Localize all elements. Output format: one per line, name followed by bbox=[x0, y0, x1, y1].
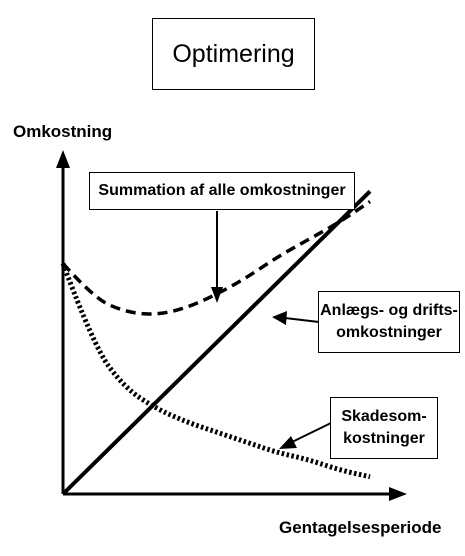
x-axis-arrow bbox=[389, 487, 407, 501]
total-cost-callout: Summation af alle omkostninger bbox=[89, 172, 355, 210]
y-axis-label: Omkostning bbox=[13, 122, 113, 141]
y-axis-arrow bbox=[56, 150, 70, 168]
damage-cost-callout: Skadesom- kostninger bbox=[330, 397, 438, 459]
construction-pointer-line bbox=[284, 317, 320, 323]
total-cost-label: Summation af alle omkostninger bbox=[98, 182, 346, 199]
construction-cost-callout: Anlægs- og drifts- omkostninger bbox=[318, 291, 460, 353]
damage-cost-label-line1: Skadesom- bbox=[341, 408, 427, 425]
series-line-dotted bbox=[60, 262, 371, 480]
construction-cost-label-line2: omkostninger bbox=[336, 324, 442, 341]
series-line-solid bbox=[61, 189, 372, 496]
total-pointer-arrow bbox=[211, 287, 223, 303]
damage-cost-label-line2: kostninger bbox=[343, 430, 425, 447]
damage-pointer-arrow bbox=[279, 436, 297, 449]
construction-cost-label-line1: Anlægs- og drifts- bbox=[320, 302, 458, 319]
construction-pointer-arrow bbox=[272, 311, 287, 325]
diagram-title: Optimering bbox=[152, 18, 315, 90]
x-axis-label: Gentagelsesperiode bbox=[279, 518, 442, 537]
damage-pointer-line bbox=[289, 422, 332, 444]
